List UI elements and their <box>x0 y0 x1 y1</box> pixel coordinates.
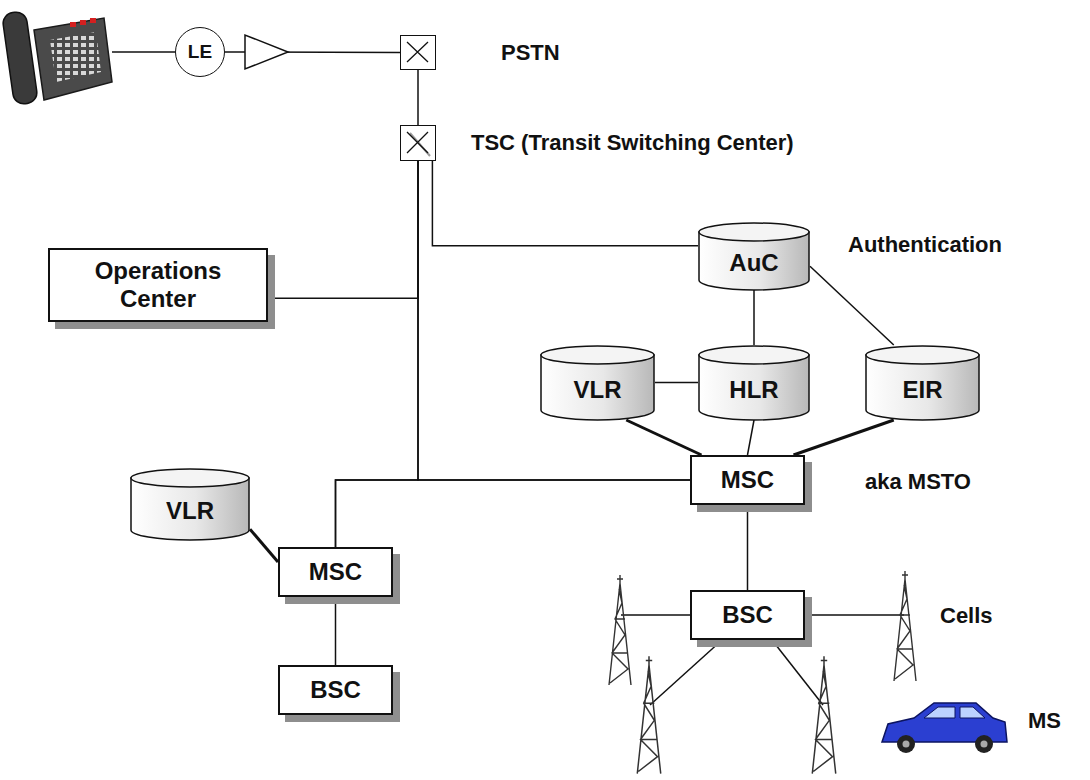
database-cylinder: VLR <box>540 345 655 420</box>
switch-cross <box>407 42 428 62</box>
switch-box: TSC (Transit Switching Center) <box>400 125 436 161</box>
switch-symbol <box>401 126 434 159</box>
database-cylinder: EIR <box>865 345 980 420</box>
node-text: MSC <box>721 466 774 494</box>
phone-button <box>80 20 86 25</box>
switch-box: PSTN <box>400 35 436 70</box>
connector-line <box>794 420 894 455</box>
connector-line <box>250 529 278 562</box>
connector-line <box>626 420 701 455</box>
radio-link <box>772 640 823 705</box>
radio-link <box>621 614 690 616</box>
telephone-illustration <box>2 11 175 105</box>
phone-base <box>34 18 112 100</box>
exchange-circle: LE <box>175 27 225 77</box>
switch-center-box: MSC <box>278 547 393 597</box>
connector-line <box>655 382 698 384</box>
cylinder-top <box>866 346 979 364</box>
function-label: Authentication <box>848 232 1002 257</box>
node-text: BSC <box>722 601 773 629</box>
connector-line <box>753 290 755 345</box>
radio-link <box>650 640 722 705</box>
node-text: HLR <box>729 376 778 404</box>
tower-symbol <box>894 571 916 681</box>
process-box: Operations Center <box>48 248 268 322</box>
amplifier-triangle <box>245 35 288 69</box>
phone-keypad <box>50 32 101 82</box>
cell-towers <box>609 571 916 774</box>
switch-symbol <box>401 36 434 68</box>
connector-line <box>747 505 749 590</box>
connector-line <box>335 597 337 665</box>
node-text: BSC <box>310 676 361 704</box>
car-hub <box>981 741 988 748</box>
node-text: PSTN <box>501 40 560 65</box>
cylinder-top <box>131 469 249 487</box>
database-cylinder: HLR <box>698 345 810 420</box>
node-text: LE <box>188 41 212 63</box>
alias-label: aka MSTO <box>865 469 971 494</box>
connector-line <box>336 480 691 547</box>
tower-symbol <box>812 656 835 773</box>
car-wheel <box>975 735 993 753</box>
car-window <box>924 707 985 718</box>
node-text: EIR <box>902 376 942 404</box>
tower-symbol <box>637 656 660 773</box>
phone-cord <box>112 51 175 53</box>
phone-button <box>90 18 96 23</box>
switch-cross <box>407 132 428 153</box>
cells-label: Cells <box>940 603 993 628</box>
connector-line <box>336 161 419 547</box>
tower-symbol <box>609 575 631 685</box>
node-text: VLR <box>574 376 622 404</box>
cylinder-top <box>541 346 654 364</box>
radio-link <box>805 614 904 616</box>
controller-box: BSC <box>690 590 805 640</box>
car-hub <box>903 741 910 748</box>
connector-line <box>810 266 894 345</box>
connector-line <box>748 420 755 455</box>
database-cylinder: AuC <box>698 222 810 290</box>
connector-line <box>268 161 418 298</box>
phone-button <box>70 22 76 27</box>
node-text: VLR <box>166 497 214 525</box>
node-text: MSC <box>309 558 362 586</box>
car-wheel <box>897 735 915 753</box>
cylinder-top <box>699 346 809 364</box>
cylinder-top <box>699 223 809 241</box>
connector-line <box>417 70 419 125</box>
car-illustration <box>882 703 1007 753</box>
node-text: AuC <box>729 249 778 277</box>
connector-line <box>432 161 698 246</box>
controller-box: BSC <box>278 665 393 715</box>
database-cylinder: VLR <box>130 468 250 540</box>
phone-handset <box>2 11 39 105</box>
node-text: Operations Center <box>78 257 238 312</box>
node-text: TSC (Transit Switching Center) <box>471 130 794 155</box>
switch-center-box: MSC <box>690 455 805 505</box>
mobile-station-label: MS <box>1028 708 1061 733</box>
